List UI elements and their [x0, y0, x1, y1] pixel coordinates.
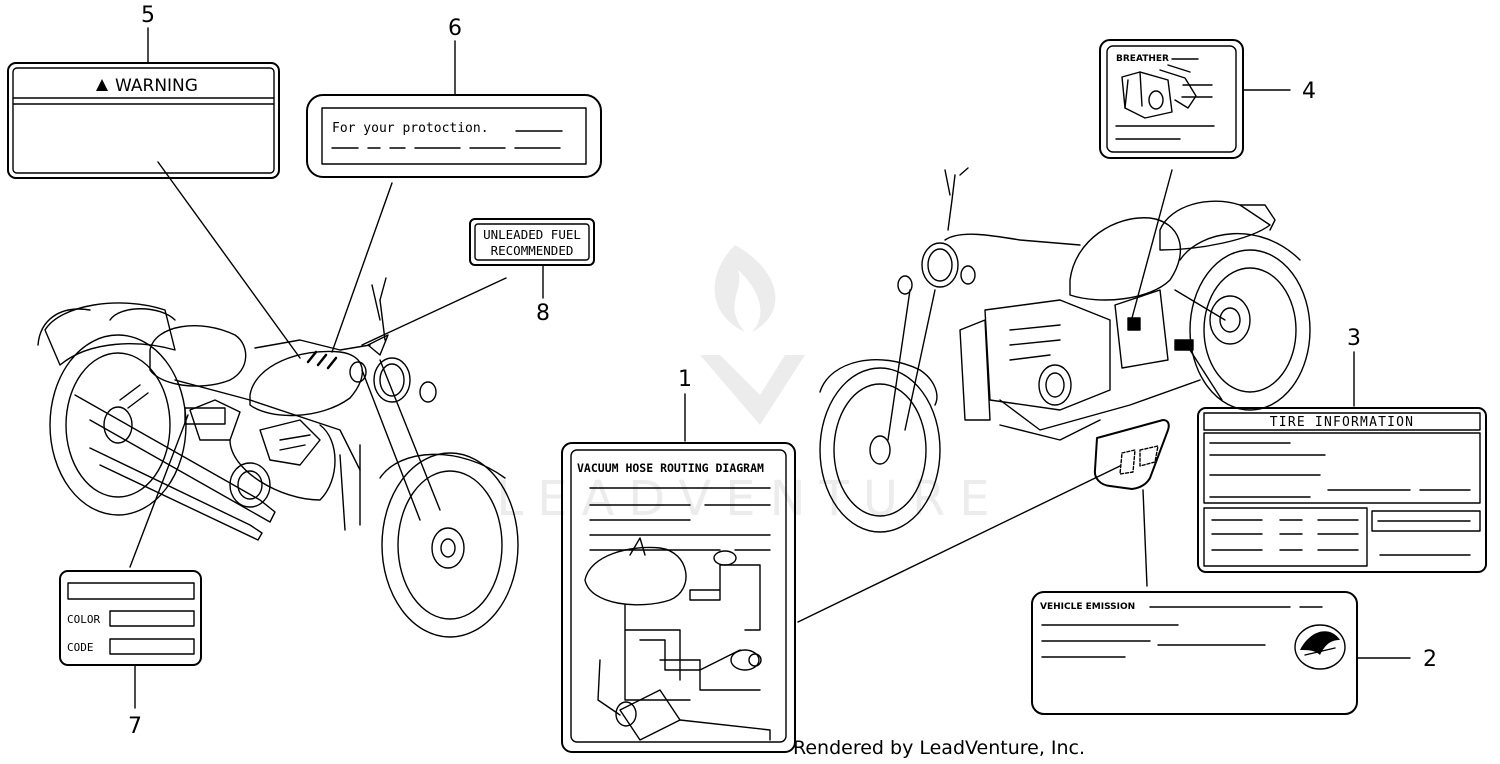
motorcycle-left — [37, 277, 519, 638]
vacuum-text: VACUUM HOSE ROUTING DIAGRAM — [577, 461, 764, 475]
flame-icon — [714, 245, 776, 332]
callout-1: 1 — [678, 367, 692, 392]
breather-hand-icon — [1121, 64, 1197, 119]
color-text: COLOR — [67, 613, 100, 626]
label-unleaded-fuel: UNLEADED FUEL RECOMMENDED — [469, 218, 595, 266]
footer-credit: Rendered by LeadVenture, Inc. — [793, 737, 1085, 759]
label-tire-information: TIRE INFORMATION — [1197, 407, 1487, 573]
breather-text: BREATHER — [1116, 54, 1169, 64]
label-vacuum-hose: VACUUM HOSE ROUTING DIAGRAM — [561, 442, 796, 753]
callout-6: 6 — [448, 16, 462, 41]
fuel-line2: RECOMMENDED — [491, 243, 574, 258]
callout-3: 3 — [1347, 326, 1361, 351]
callout-7: 7 — [128, 714, 142, 739]
emission-text: VEHICLE EMISSION — [1040, 602, 1135, 612]
lv-logo-icon — [700, 355, 805, 425]
watermark: LEADVENTURE — [496, 245, 1003, 527]
callout-4: 4 — [1302, 79, 1316, 104]
warning-text: WARNING — [115, 76, 198, 96]
label-protection: For your protoction. — [306, 94, 602, 178]
callout-2: 2 — [1423, 647, 1437, 672]
honda-wing-icon — [1294, 624, 1346, 670]
callout-5: 5 — [141, 3, 155, 28]
label-color-code: COLOR CODE — [59, 570, 202, 666]
label-vehicle-emission: VEHICLE EMISSION — [1031, 591, 1358, 715]
callout-8: 8 — [536, 301, 550, 326]
tire-text: TIRE INFORMATION — [1270, 415, 1414, 430]
warning-triangle-icon — [96, 79, 108, 91]
code-text: CODE — [67, 641, 94, 654]
fuel-line1: UNLEADED FUEL — [483, 227, 581, 242]
label-breather: BREATHER — [1099, 39, 1244, 159]
label-warning: WARNING — [7, 62, 280, 179]
motorcycle-right — [819, 167, 1311, 533]
watermark-text: LEADVENTURE — [496, 471, 1003, 527]
small-decal — [1093, 419, 1170, 490]
protection-text: For your protoction. — [332, 121, 489, 136]
